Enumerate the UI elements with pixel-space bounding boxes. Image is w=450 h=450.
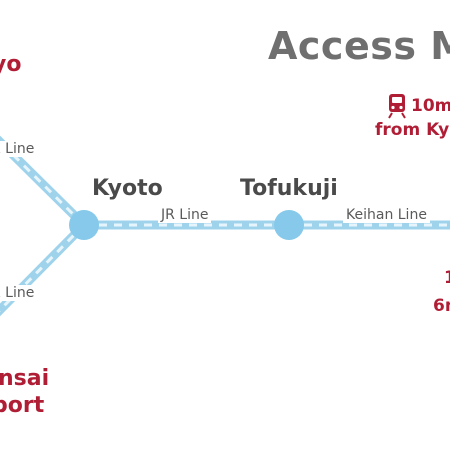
right-note-line-1: 1 [444, 268, 450, 288]
train-icon [388, 94, 406, 119]
jr-line-lower-branch [0, 221, 88, 317]
from-kyoto-note: from Kyo [375, 120, 450, 140]
map-title: Access M [268, 24, 450, 68]
travel-time-note: 10m [411, 96, 450, 116]
kyoto-station-dot[interactable] [69, 210, 99, 240]
airport-label: port [0, 393, 45, 418]
tofukuji-station-dot[interactable] [274, 210, 304, 240]
tofukuji-station-label: Tofukuji [240, 176, 338, 201]
jr-line-label-main: JR Line [158, 207, 212, 223]
kansai-label: nsai [0, 366, 50, 391]
keihan-line-label: Keihan Line [343, 207, 430, 223]
right-note-line-2: 6m [433, 296, 450, 316]
jr-line-label-upper: R Line [0, 141, 38, 157]
tokyo-label: yo [0, 52, 22, 77]
jr-line-label-lower: R Line [0, 285, 38, 301]
kyoto-station-label: Kyoto [92, 176, 163, 201]
